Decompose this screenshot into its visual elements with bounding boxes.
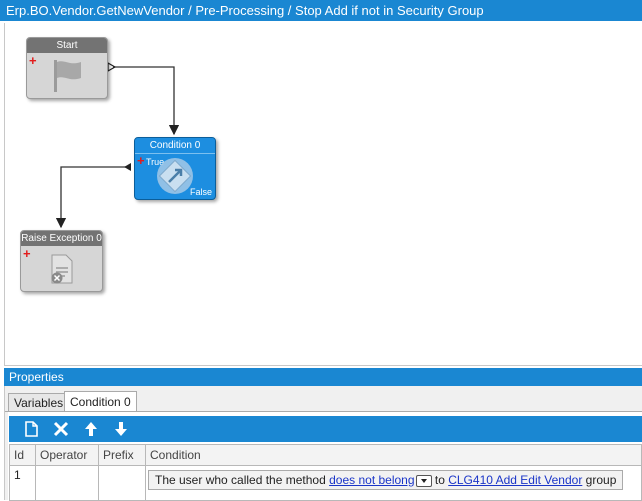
new-icon bbox=[25, 421, 38, 437]
raise-exception-node-title: Raise Exception 0 bbox=[21, 231, 102, 246]
condition-node-title: Condition 0 bbox=[135, 138, 215, 154]
exception-document-icon bbox=[51, 254, 73, 284]
condition-toolbar bbox=[9, 416, 642, 442]
add-icon[interactable]: + bbox=[29, 53, 37, 68]
operator-link[interactable]: does not belong bbox=[329, 473, 415, 487]
start-node[interactable]: Start + bbox=[26, 37, 108, 99]
true-label: True bbox=[146, 157, 165, 167]
delete-icon bbox=[53, 421, 69, 437]
condition-expression: The user who called the method does not … bbox=[148, 470, 624, 490]
tab-condition-0[interactable]: Condition 0 bbox=[64, 391, 137, 412]
window-title: Erp.BO.Vendor.GetNewVendor / Pre-Process… bbox=[0, 0, 642, 21]
cell-operator[interactable] bbox=[35, 465, 99, 501]
move-up-icon bbox=[85, 422, 97, 436]
start-node-title: Start bbox=[27, 38, 107, 53]
false-label: False bbox=[189, 187, 212, 197]
move-down-icon bbox=[115, 422, 127, 436]
table-row[interactable]: 1 The user who called the method does no… bbox=[9, 465, 642, 501]
cell-id: 1 bbox=[9, 465, 36, 501]
column-header-operator[interactable]: Operator bbox=[35, 444, 99, 466]
move-up-button[interactable] bbox=[81, 420, 101, 438]
delete-button[interactable] bbox=[51, 420, 71, 438]
workflow-canvas[interactable]: Start + Condition 0 + True False Raise E… bbox=[0, 21, 642, 367]
condition-text-3: group bbox=[585, 473, 617, 487]
security-group-link[interactable]: CLG410 Add Edit Vendor bbox=[448, 473, 583, 487]
raise-exception-node[interactable]: Raise Exception 0 + bbox=[20, 230, 103, 292]
condition-diamond-icon bbox=[157, 158, 193, 194]
condition-text-2: to bbox=[434, 473, 445, 487]
condition-true-port bbox=[124, 163, 131, 171]
connector-lines bbox=[55, 61, 180, 229]
column-header-id[interactable]: Id bbox=[9, 444, 36, 466]
start-output-port bbox=[107, 61, 117, 73]
grid-header-row: Id Operator Prefix Condition bbox=[9, 444, 642, 466]
column-header-condition[interactable]: Condition bbox=[145, 444, 642, 466]
cell-condition[interactable]: The user who called the method does not … bbox=[145, 465, 642, 501]
column-header-prefix[interactable]: Prefix bbox=[98, 444, 146, 466]
condition-text-1: The user who called the method bbox=[155, 473, 326, 487]
tab-variables[interactable]: Variables bbox=[8, 393, 70, 412]
connector-start-to-condition bbox=[113, 66, 180, 136]
add-icon[interactable]: + bbox=[23, 246, 31, 261]
new-button[interactable] bbox=[21, 420, 41, 438]
cell-prefix[interactable] bbox=[98, 465, 146, 501]
chevron-down-icon[interactable] bbox=[415, 474, 432, 487]
properties-header: Properties bbox=[4, 368, 642, 386]
condition-grid: Id Operator Prefix Condition 1 The user … bbox=[9, 444, 642, 501]
flag-icon bbox=[54, 60, 81, 92]
add-icon[interactable]: + bbox=[137, 153, 145, 168]
condition-node[interactable]: Condition 0 + True False bbox=[134, 137, 216, 200]
tab-divider bbox=[5, 411, 642, 412]
move-down-button[interactable] bbox=[111, 420, 131, 438]
canvas-border bbox=[4, 23, 642, 366]
connector-condition-to-raise bbox=[55, 166, 128, 229]
